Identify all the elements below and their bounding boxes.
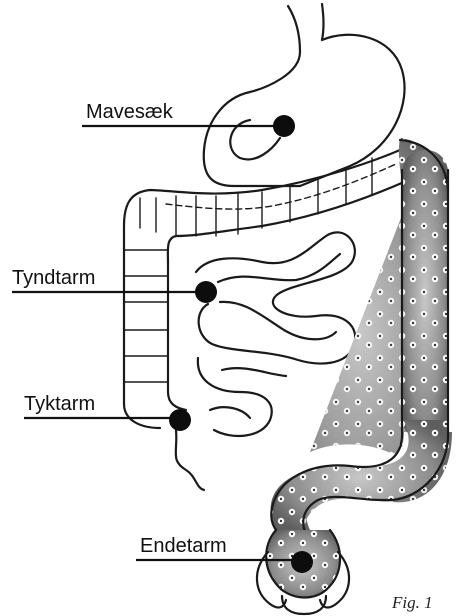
label-mavesaek: Mavesæk — [86, 101, 174, 123]
stomach — [204, 4, 405, 186]
label-tyndtarm: Tyndtarm — [12, 267, 95, 289]
tyktarm-marker — [169, 409, 191, 431]
label-tyktarm: Tyktarm — [24, 393, 95, 415]
tyndtarm-marker — [195, 281, 217, 303]
label-endetarm: Endetarm — [140, 535, 227, 557]
endetarm-marker — [291, 551, 313, 573]
figure-caption: Fig. 1 — [391, 593, 433, 612]
mavesaek-marker — [273, 115, 295, 137]
